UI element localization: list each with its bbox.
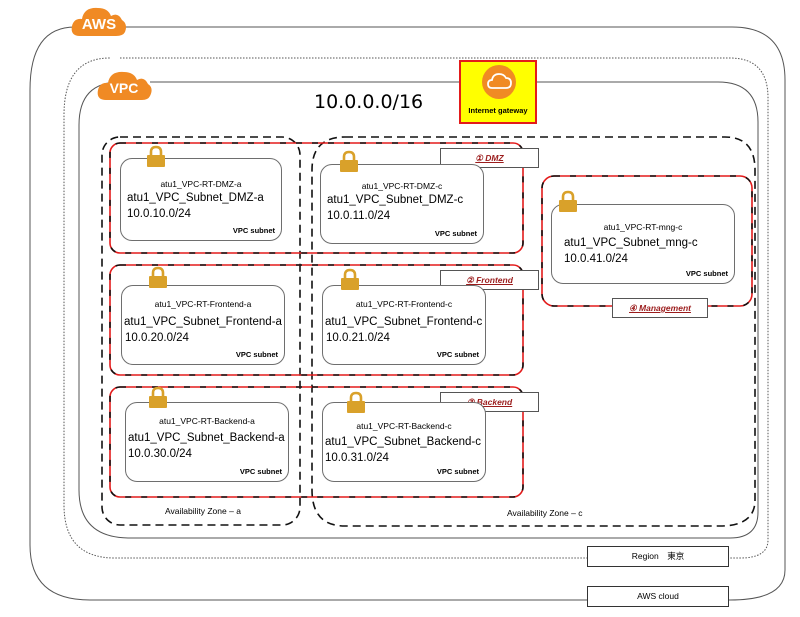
region-boundary bbox=[63, 57, 769, 559]
subnet-tag: VPC subnet bbox=[232, 226, 275, 235]
subnet-tag: VPC subnet bbox=[235, 350, 278, 359]
lock-icon bbox=[559, 190, 577, 212]
subnet-name: atu1_VPC_Subnet_Backend-a bbox=[128, 432, 285, 444]
subnet-name: atu1_VPC_Subnet_mng-c bbox=[564, 237, 698, 249]
lock-icon bbox=[149, 386, 167, 408]
availability-zone-a-label: Availability Zone – a bbox=[165, 506, 241, 516]
route-table-label: atu1_VPC-RT-Frontend-a bbox=[154, 299, 252, 309]
subnet-cidr: 10.0.41.0/24 bbox=[564, 253, 628, 265]
subnet-tag: VPC subnet bbox=[239, 467, 282, 476]
subnet-backend-a[interactable]: atu1_VPC-RT-Backend-a atu1_VPC_Subnet_Ba… bbox=[125, 402, 289, 482]
subnet-name: atu1_VPC_Subnet_Backend-c bbox=[325, 436, 481, 448]
subnet-name: atu1_VPC_Subnet_DMZ-a bbox=[127, 192, 264, 204]
availability-zone-c-label: Availability Zone – c bbox=[507, 508, 583, 518]
subnet-cidr: 10.0.30.0/24 bbox=[128, 448, 192, 460]
route-table-label: atu1_VPC-RT-mng-c bbox=[603, 222, 683, 232]
vpc-badge-label: VPC bbox=[109, 80, 139, 96]
region-label: Region 東京 bbox=[587, 546, 729, 567]
aws-badge: AWS bbox=[70, 4, 128, 38]
availability-zone-c-boundary bbox=[311, 136, 756, 527]
lock-icon bbox=[341, 268, 359, 290]
subnet-tag: VPC subnet bbox=[436, 350, 479, 359]
subnet-cidr: 10.0.21.0/24 bbox=[326, 332, 390, 344]
subnet-cidr: 10.0.11.0/24 bbox=[327, 210, 391, 222]
route-table-label: atu1_VPC-RT-DMZ-c bbox=[361, 181, 443, 191]
subnet-backend-c[interactable]: atu1_VPC-RT-Backend-c atu1_VPC_Subnet_Ba… bbox=[322, 402, 486, 482]
aws-cloud-label: AWS cloud bbox=[587, 586, 729, 607]
subnet-mng-c[interactable]: atu1_VPC-RT-mng-c atu1_VPC_Subnet_mng-c … bbox=[551, 204, 735, 284]
route-table-label: atu1_VPC-RT-Backend-c bbox=[356, 421, 452, 431]
subnet-cidr: 10.0.31.0/24 bbox=[325, 452, 389, 464]
subnet-tag: VPC subnet bbox=[436, 467, 479, 476]
aws-badge-label: AWS bbox=[81, 16, 117, 33]
subnet-tag: VPC subnet bbox=[685, 269, 728, 278]
subnet-dmz-c[interactable]: atu1_VPC-RT-DMZ-c atu1_VPC_Subnet_DMZ-c … bbox=[320, 164, 484, 244]
tier-boundaries bbox=[109, 142, 753, 498]
subnet-tag: VPC subnet bbox=[434, 229, 477, 238]
aws-cloud-boundary bbox=[29, 26, 786, 601]
lock-icon bbox=[147, 145, 165, 167]
subnet-name: atu1_VPC_Subnet_Frontend-a bbox=[124, 316, 282, 328]
lock-icon bbox=[340, 150, 358, 172]
route-table-label: atu1_VPC-RT-DMZ-a bbox=[160, 179, 242, 189]
subnet-frontend-c[interactable]: atu1_VPC-RT-Frontend-c atu1_VPC_Subnet_F… bbox=[322, 285, 486, 365]
internet-gateway-label: Internet gateway bbox=[468, 106, 528, 115]
cloud-icon bbox=[487, 73, 512, 89]
vpc-boundary bbox=[78, 81, 759, 539]
route-table-label: atu1_VPC-RT-Backend-a bbox=[159, 416, 255, 426]
route-table-label: atu1_VPC-RT-Frontend-c bbox=[355, 299, 453, 309]
subnet-name: atu1_VPC_Subnet_DMZ-c bbox=[327, 194, 464, 206]
lock-icon bbox=[347, 391, 365, 413]
internet-gateway-icon-bg bbox=[482, 65, 516, 99]
vpc-cloud-icon bbox=[97, 71, 152, 100]
tier-label-management: ④ Management bbox=[612, 298, 708, 318]
internet-gateway[interactable]: Internet gateway bbox=[459, 60, 537, 124]
subnet-frontend-a[interactable]: atu1_VPC-RT-Frontend-a atu1_VPC_Subnet_F… bbox=[121, 285, 285, 365]
tier-label-dmz: ① DMZ bbox=[440, 148, 539, 168]
aws-cloud-icon bbox=[71, 7, 126, 36]
subnet-dmz-a[interactable]: atu1_VPC-RT-DMZ-a atu1_VPC_Subnet_DMZ-a … bbox=[120, 158, 282, 241]
subnet-name: atu1_VPC_Subnet_Frontend-c bbox=[325, 316, 483, 328]
subnet-cidr: 10.0.20.0/24 bbox=[125, 332, 189, 344]
lock-icon bbox=[149, 266, 167, 288]
vpc-badge: VPC bbox=[96, 68, 152, 102]
vpc-cidr: 10.0.0.0/16 bbox=[314, 91, 424, 113]
subnet-cidr: 10.0.10.0/24 bbox=[127, 208, 191, 220]
availability-zone-a-boundary bbox=[101, 136, 301, 526]
